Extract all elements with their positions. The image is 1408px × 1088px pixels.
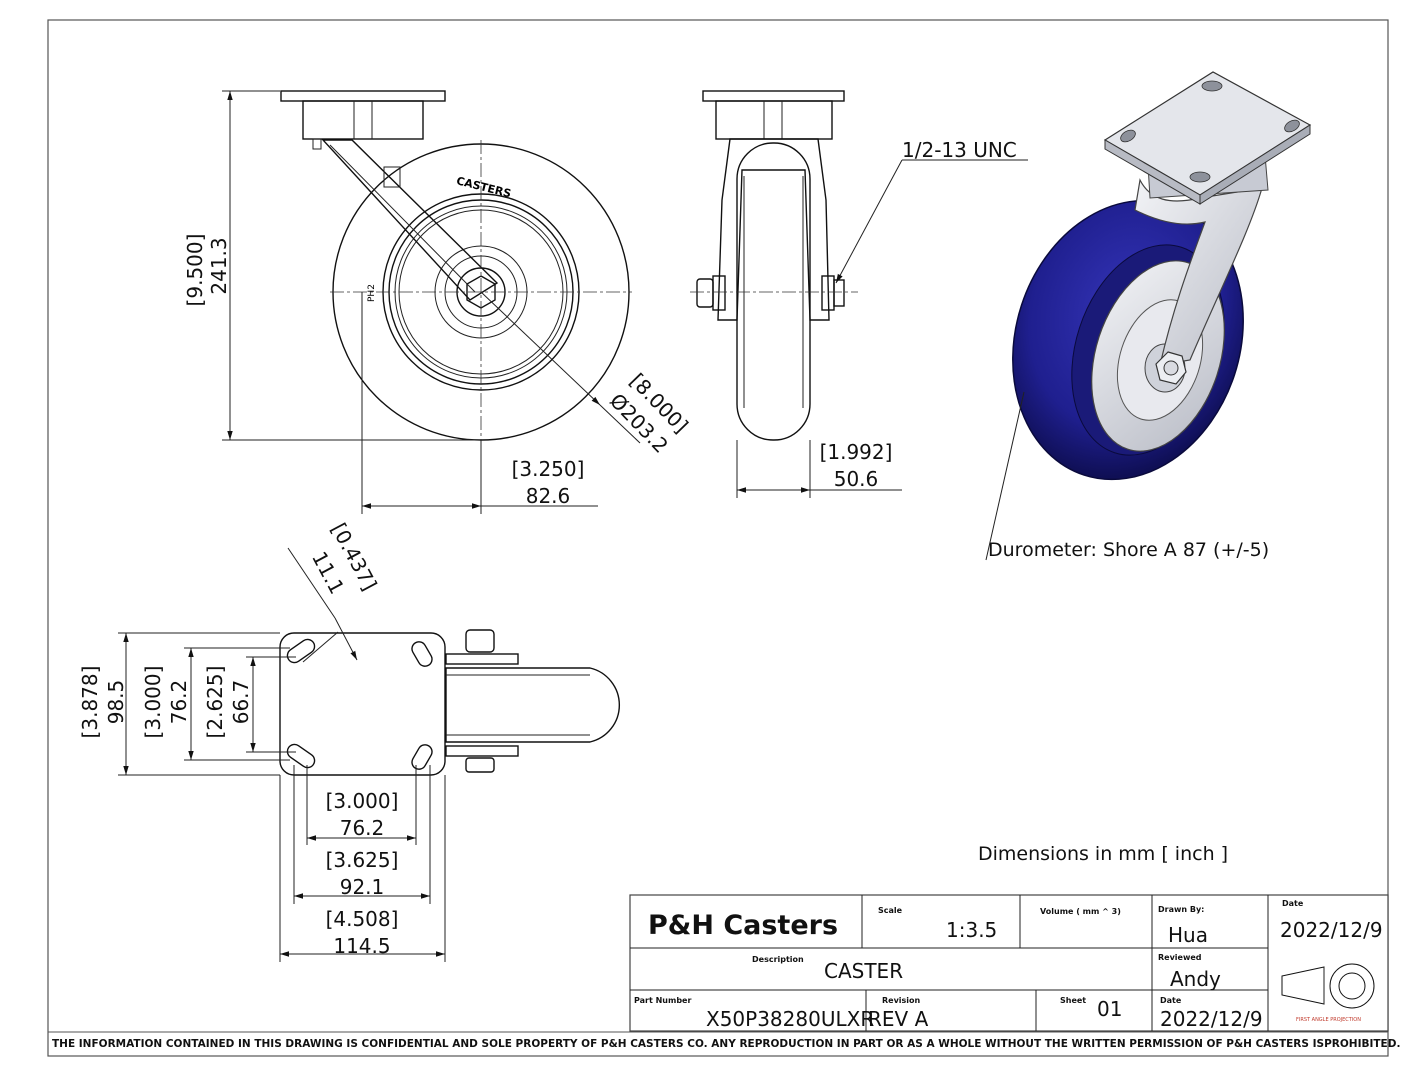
sheet-border-outer xyxy=(47,19,1389,1057)
tb-date-label-1: Date xyxy=(1282,899,1304,908)
tb-part-number-value: X50P38280ULXR xyxy=(706,1007,874,1031)
front-wheel-brand-text: CASTERS xyxy=(455,174,512,200)
tb-scale-value: 1:3.5 xyxy=(946,918,997,942)
top-hole-w-inner-mm: 76.2 xyxy=(340,816,385,840)
top-plate-slots xyxy=(286,638,433,770)
units-note: Dimensions in mm [ inch ] xyxy=(978,843,1228,865)
top-hole-h-outer-inch: [3.000] xyxy=(141,666,165,739)
top-hole-w-outer-mm: 92.1 xyxy=(340,875,385,899)
side-fork xyxy=(717,138,830,321)
tb-reviewed-value: Andy xyxy=(1170,967,1221,991)
top-plate-w-inch: [4.508] xyxy=(326,907,399,931)
front-offset-inch: [3.250] xyxy=(512,457,585,481)
front-view: CASTERS PH2 [9.500] 241.3 [3.250] 82.6 [… xyxy=(183,90,693,514)
tb-drawn-by-value: Hua xyxy=(1168,923,1208,947)
tb-description-label: Description xyxy=(752,955,804,964)
tb-drawn-by-label: Drawn By: xyxy=(1158,905,1204,914)
tb-revision-label: Revision xyxy=(882,996,921,1005)
top-view: [0.437] 11.1 [3.878] 98.5 [3.000] 76.2 [… xyxy=(78,519,621,962)
tb-revision-value: REV A xyxy=(868,1007,929,1031)
tb-date-label-2: Date xyxy=(1160,996,1182,1005)
top-plate-h-inch: [3.878] xyxy=(78,666,102,739)
side-view: 1/2-13 UNC [1.992] 50.6 xyxy=(690,90,1028,498)
top-hole-w-outer-inch: [3.625] xyxy=(326,848,399,872)
tb-volume-label: Volume ( mm ^ 3) xyxy=(1040,907,1121,916)
side-width-inch: [1.992] xyxy=(820,440,893,464)
iso-view: Durometer: Shore A 87 (+/-5) xyxy=(985,71,1312,561)
top-plate-w-mm: 114.5 xyxy=(333,934,390,958)
top-plate xyxy=(279,632,446,776)
tb-projection-label: FIRST ANGLE PROJECTION xyxy=(1296,1017,1361,1023)
top-hole-h-inner-inch: [2.625] xyxy=(203,666,227,739)
top-hole-h-outer-mm: 76.2 xyxy=(167,680,191,725)
front-fork-leg xyxy=(321,139,499,301)
tb-sheet-value: 01 xyxy=(1097,997,1122,1021)
projection-symbol: FIRST ANGLE PROJECTION xyxy=(1281,963,1375,1023)
side-top-plate xyxy=(702,90,845,102)
tb-part-number-label: Part Number xyxy=(634,996,691,1005)
tb-reviewed-label: Reviewed xyxy=(1158,953,1202,962)
tb-date-value-1: 2022/12/9 xyxy=(1280,918,1383,942)
confidential-notice: THE INFORMATION CONTAINED IN THIS DRAWIN… xyxy=(52,1038,1400,1050)
top-wheel-outline xyxy=(445,667,621,743)
tb-sheet-label: Sheet xyxy=(1060,996,1086,1005)
front-wheel-small-text: PH2 xyxy=(367,284,377,302)
top-plate-h-mm: 98.5 xyxy=(104,680,128,725)
tb-company: P&H Casters xyxy=(648,910,838,941)
side-width-mm: 50.6 xyxy=(834,467,879,491)
iso-durometer-note: Durometer: Shore A 87 (+/-5) xyxy=(988,539,1269,561)
side-thread-note: 1/2-13 UNC xyxy=(902,138,1017,162)
side-swivel-housing xyxy=(715,100,833,140)
front-offset-mm: 82.6 xyxy=(526,484,571,508)
front-swivel-housing xyxy=(302,100,424,140)
tb-scale-label: Scale xyxy=(878,906,903,915)
side-wheel xyxy=(736,142,811,441)
front-height-inch: [9.500] xyxy=(183,234,207,307)
top-hole-h-inner-mm: 66.7 xyxy=(229,680,253,725)
tb-description-value: CASTER xyxy=(824,959,903,983)
tb-date-value-2: 2022/12/9 xyxy=(1160,1007,1263,1031)
front-top-plate xyxy=(280,90,446,102)
front-height-mm: 241.3 xyxy=(207,237,231,294)
top-hole-w-inner-inch: [3.000] xyxy=(326,789,399,813)
title-block: P&H Casters Scale 1:3.5 Volume ( mm ^ 3)… xyxy=(629,894,1389,1032)
